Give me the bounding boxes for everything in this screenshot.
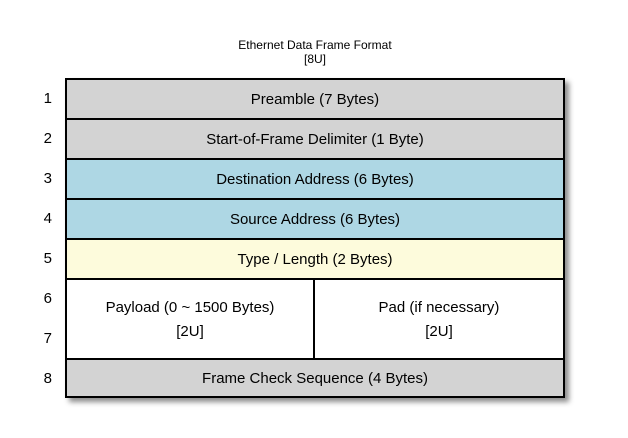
row-number: 5 [43, 249, 52, 267]
payload-unit-label: [2U] [176, 322, 204, 340]
title-unit-label: [8U] [303, 52, 326, 66]
field-destination-address: Destination Address (6 Bytes) [67, 160, 563, 200]
field-preamble: Preamble (7 Bytes) [67, 80, 563, 120]
field-type-length: Type / Length (2 Bytes) [67, 240, 563, 280]
row-number: 7 [43, 329, 52, 347]
row-number: 6 [43, 289, 52, 307]
row-number: 8 [43, 369, 52, 387]
row-number: 3 [43, 169, 52, 187]
frame-table: Preamble (7 Bytes) Start-of-Frame Delimi… [65, 78, 565, 398]
row-number-column: 1 2 3 4 5 6 7 8 [0, 78, 65, 398]
title-line: Ethernet Data Frame Format [238, 38, 392, 52]
row-number: 1 [43, 89, 52, 107]
payload-label: Payload (0 ~ 1500 Bytes) [105, 298, 275, 316]
row-number: 4 [43, 209, 52, 227]
field-payload-pad-row: Payload (0 ~ 1500 Bytes) [2U] Pad (if ne… [67, 280, 563, 360]
diagram-title: Ethernet Data Frame Format [8U] [65, 38, 565, 66]
field-start-of-frame-delimiter: Start-of-Frame Delimiter (1 Byte) [67, 120, 563, 160]
field-pad: Pad (if necessary) [2U] [315, 280, 563, 358]
row-number: 2 [43, 129, 52, 147]
frame-layout: 1 2 3 4 5 6 7 8 Preamble (7 Bytes) Start… [0, 78, 565, 398]
pad-unit-label: [2U] [425, 322, 453, 340]
pad-label: Pad (if necessary) [378, 298, 500, 316]
field-payload: Payload (0 ~ 1500 Bytes) [2U] [67, 280, 315, 358]
field-source-address: Source Address (6 Bytes) [67, 200, 563, 240]
field-frame-check-sequence: Frame Check Sequence (4 Bytes) [67, 360, 563, 396]
